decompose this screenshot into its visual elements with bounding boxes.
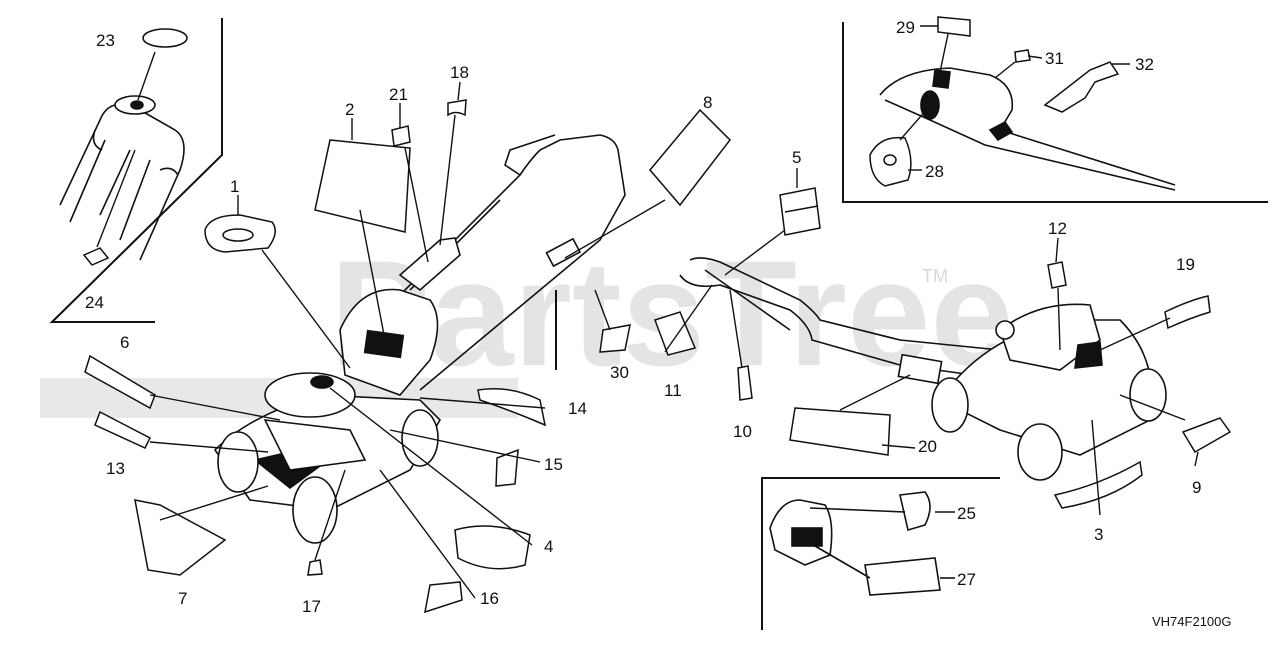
- callout-17: 17: [302, 597, 321, 616]
- callout-23: 23: [96, 31, 115, 50]
- main-mower-drawing: [213, 134, 626, 544]
- handle-detail-topright: [879, 67, 1176, 191]
- callout-10: 10: [733, 422, 752, 441]
- callout-30: 30: [610, 363, 629, 382]
- callout-11: 11: [664, 381, 682, 400]
- callout-9: 9: [1192, 478, 1201, 497]
- callout-18: 18: [450, 63, 469, 82]
- callout-1: 1: [230, 177, 239, 196]
- callout-32: 32: [1135, 55, 1154, 74]
- callout-6: 6: [120, 333, 129, 352]
- callout-7: 7: [178, 589, 187, 608]
- callout-14: 14: [568, 399, 587, 418]
- leader-lines-right: [664, 168, 1199, 516]
- trademark-text: TM: [922, 266, 948, 286]
- engine-cover-detail: [769, 491, 955, 596]
- callout-5: 5: [792, 148, 801, 167]
- drawing-code: VH74F2100G: [1152, 614, 1232, 629]
- callout-20: 20: [918, 437, 937, 456]
- main-mower-labels: [84, 99, 731, 614]
- right-mower-labels: [654, 187, 1232, 509]
- callout-3: 3: [1094, 525, 1103, 544]
- callout-29: 29: [896, 18, 915, 37]
- label-24-shape: [82, 247, 110, 266]
- handle-detail-topleft: [59, 95, 185, 261]
- callout-labels: 23 24 1 2 21 18 8 6 13 14 15 4 16 17 7 3…: [85, 18, 1201, 616]
- callout-21: 21: [389, 85, 408, 104]
- leader-lines-main: [96, 51, 666, 599]
- callout-27: 27: [957, 570, 976, 589]
- callout-2: 2: [345, 100, 354, 119]
- callout-15: 15: [544, 455, 563, 474]
- callout-19: 19: [1176, 255, 1195, 274]
- callout-31: 31: [1045, 49, 1064, 68]
- callout-12: 12: [1048, 219, 1067, 238]
- leader-lines-topright: [899, 25, 1130, 171]
- section-borders: [49, 18, 1268, 630]
- callout-24: 24: [85, 293, 104, 312]
- label-23-shape: [142, 28, 188, 48]
- callout-28: 28: [925, 162, 944, 181]
- callout-16: 16: [480, 589, 499, 608]
- right-mower-drawing: [679, 257, 1167, 481]
- callout-4: 4: [544, 537, 553, 556]
- callout-13: 13: [106, 459, 125, 478]
- callout-8: 8: [703, 93, 712, 112]
- callout-25: 25: [957, 504, 976, 523]
- topright-labels: [869, 16, 1120, 187]
